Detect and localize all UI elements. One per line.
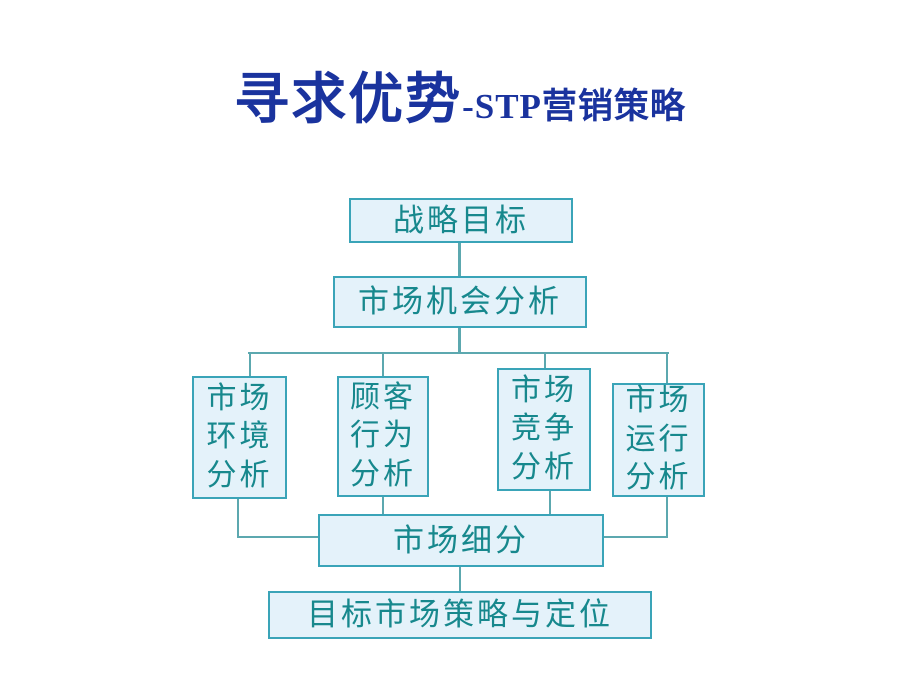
node-market-segmentation-label: 市场细分 (393, 522, 529, 558)
title-suffix-text: -STP营销策略 (462, 87, 686, 126)
branch-drop-operation (666, 352, 668, 383)
node-customer-behavior-analysis: 顾客 行为 分析 (337, 376, 429, 497)
node-market-opportunity-analysis-label: 市场机会分析 (358, 284, 562, 320)
node-market-competition-analysis: 市场 竞争 分析 (497, 368, 591, 491)
connector-customer-to-segmentation (382, 497, 384, 514)
branch-drop-environment (249, 352, 251, 376)
node-market-operation-analysis-label: 市场 运行 分析 (625, 384, 692, 495)
connector-environment-across (237, 536, 318, 538)
connector-competition-to-segmentation (549, 491, 551, 514)
connector-operation-across (604, 536, 668, 538)
connector-goal-to-opportunity (458, 243, 461, 277)
branch-drop-competition (544, 352, 546, 368)
node-customer-behavior-analysis-label: 顾客 行为 分析 (350, 380, 416, 491)
connector-operation-down (666, 497, 668, 538)
node-market-environment-analysis: 市场 环境 分析 (192, 376, 287, 499)
branch-line (248, 352, 669, 354)
node-market-segmentation: 市场细分 (318, 514, 604, 567)
connector-opportunity-stem (458, 328, 461, 354)
branch-drop-customer (382, 352, 384, 376)
node-strategic-goal-label: 战略目标 (393, 202, 529, 238)
node-market-opportunity-analysis: 市场机会分析 (333, 276, 587, 328)
title-main-text: 寻求优势 (234, 69, 463, 130)
node-strategic-goal: 战略目标 (349, 198, 573, 243)
node-market-operation-analysis: 市场 运行 分析 (612, 383, 705, 497)
connector-segmentation-to-target (459, 567, 461, 591)
node-target-market-strategy-positioning-label: 目标市场策略与定位 (307, 597, 613, 633)
node-market-competition-analysis-label: 市场 竞争 分析 (511, 373, 577, 484)
node-target-market-strategy-positioning: 目标市场策略与定位 (268, 591, 652, 639)
slide-title: 寻求优势-STP营销策略 (0, 69, 920, 131)
node-market-environment-analysis-label: 市场 环境 分析 (206, 381, 273, 492)
connector-environment-down (237, 499, 239, 538)
